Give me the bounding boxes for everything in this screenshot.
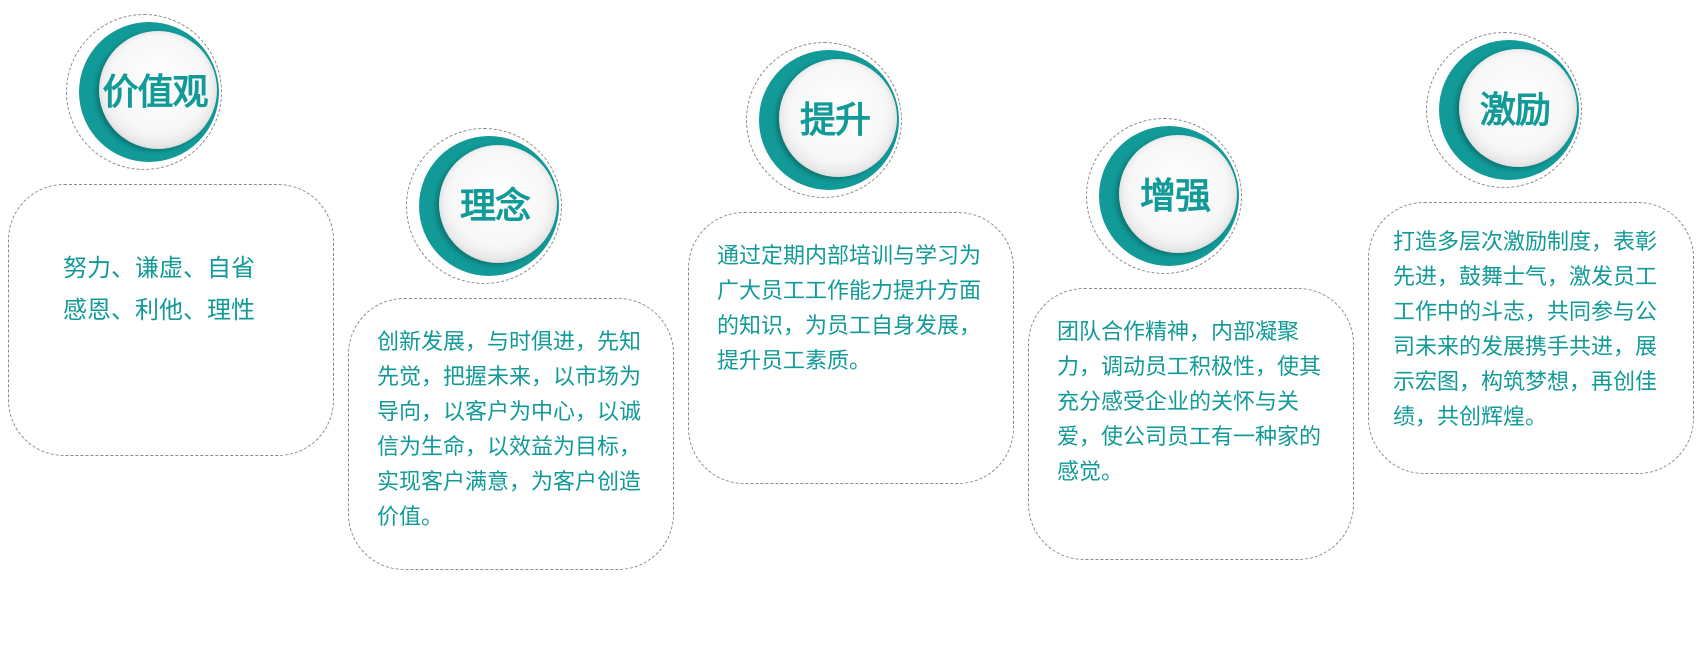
badge-ring: 激励 <box>1426 32 1582 188</box>
step-理念: 理念 创新发展，与时俱进，先知先觉，把握未来，以市场为导向，以客户为中心，以诚信… <box>340 0 680 656</box>
step-description: 通过定期内部培训与学习为广大员工工作能力提升方面的知识，为员工自身发展，提升员工… <box>717 244 982 374</box>
step-title: 价值观 <box>102 72 208 113</box>
step-title: 增强 <box>1139 176 1211 217</box>
step-description: 团队合作精神，内部凝聚力，调动员工积极性，使其充分感受企业的关怀与关爱，使公司员… <box>1057 320 1322 485</box>
step-card: 团队合作精神，内部凝聚力，调动员工积极性，使其充分感受企业的关怀与关爱，使公司员… <box>1028 288 1354 560</box>
badge-inner-circle <box>779 59 897 177</box>
badge-ring: 价值观 <box>66 14 222 170</box>
step-提升: 提升 通过定期内部培训与学习为广大员工工作能力提升方面的知识，为员工自身发展，提… <box>680 0 1020 656</box>
badge-inner-circle <box>99 31 217 149</box>
badge-ring: 提升 <box>746 42 902 198</box>
step-title: 激励 <box>1479 90 1551 131</box>
step-card: 通过定期内部培训与学习为广大员工工作能力提升方面的知识，为员工自身发展，提升员工… <box>688 212 1014 484</box>
step-激励: 激励 打造多层次激励制度，表彰先进，鼓舞士气，激发员工工作中的斗志，共同参与公司… <box>1360 0 1700 656</box>
badge-ring: 增强 <box>1086 118 1242 274</box>
step-增强: 增强 团队合作精神，内部凝聚力，调动员工积极性，使其充分感受企业的关怀与关爱，使… <box>1020 0 1360 656</box>
step-description: 创新发展，与时俱进，先知先觉，把握未来，以市场为导向，以客户为中心，以诚信为生命… <box>377 330 642 530</box>
badge-inner-circle <box>439 145 557 263</box>
step-card: 创新发展，与时俱进，先知先觉，把握未来，以市场为导向，以客户为中心，以诚信为生命… <box>348 298 674 570</box>
step-description: 努力、谦虚、自省 感恩、利他、理性 <box>63 254 255 324</box>
step-card: 打造多层次激励制度，表彰先进，鼓舞士气，激发员工工作中的斗志，共同参与公司未来的… <box>1368 202 1694 474</box>
step-description: 打造多层次激励制度，表彰先进，鼓舞士气，激发员工工作中的斗志，共同参与公司未来的… <box>1393 230 1658 430</box>
step-价值观: 价值观 努力、谦虚、自省 感恩、利他、理性 <box>0 0 340 656</box>
step-card: 努力、谦虚、自省 感恩、利他、理性 <box>8 184 334 456</box>
badge-ring: 理念 <box>406 128 562 284</box>
badge-inner-circle <box>1119 135 1237 253</box>
step-title: 提升 <box>799 100 871 141</box>
step-title: 理念 <box>459 186 531 227</box>
badge-inner-circle <box>1459 49 1577 167</box>
